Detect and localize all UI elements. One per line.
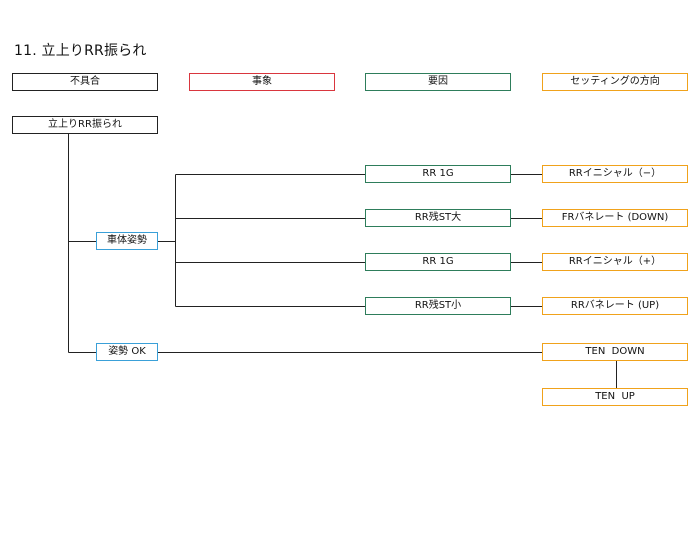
page-title: 11. 立上りRR振られ	[14, 43, 147, 59]
header-phenomenon: 事象	[189, 73, 335, 91]
phenomenon-posture: 車体姿勢	[96, 232, 158, 250]
setting-fr-spring-down: FRバネレート (DOWN)	[542, 209, 688, 227]
setting-rr-initial-plus: RRイニシャル（+）	[542, 253, 688, 271]
header-setting: セッティングの方向	[542, 73, 688, 91]
cause-rr-st-large: RR残ST大	[365, 209, 511, 227]
header-defect: 不具合	[12, 73, 158, 91]
cause-rr-st-small: RR残ST小	[365, 297, 511, 315]
setting-ten-down: TEN DOWN	[542, 343, 688, 361]
cause-rr-1g-b: RR 1G	[365, 253, 511, 271]
cause-rr-1g-a: RR 1G	[365, 165, 511, 183]
setting-rr-initial-minus: RRイニシャル（−）	[542, 165, 688, 183]
root-defect: 立上りRR振られ	[12, 116, 158, 134]
setting-rr-spring-up: RRバネレート (UP)	[542, 297, 688, 315]
phenomenon-posture-ok: 姿勢 OK	[96, 343, 158, 361]
header-cause: 要因	[365, 73, 511, 91]
setting-ten-up: TEN UP	[542, 388, 688, 406]
